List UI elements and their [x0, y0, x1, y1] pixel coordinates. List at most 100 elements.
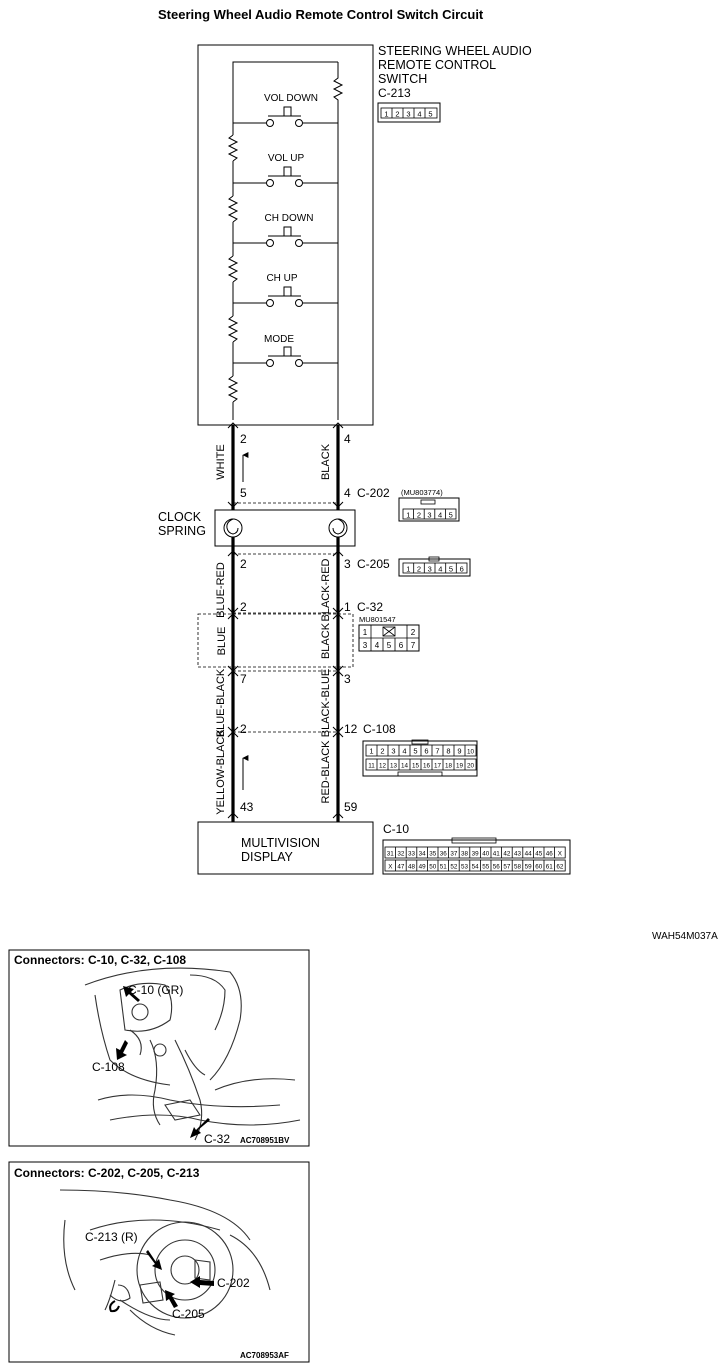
c10-pin: 43 — [514, 851, 522, 858]
pin-label: 2 — [240, 432, 247, 446]
c10-pin: 53 — [461, 864, 469, 871]
c10-pin: 34 — [419, 851, 427, 858]
c10-pin: X — [558, 851, 563, 858]
pin-label: 1 — [344, 600, 351, 614]
c32-pin: 2 — [411, 628, 416, 637]
c10-pin: 40 — [482, 851, 490, 858]
switch-label: VOL DOWN — [264, 93, 318, 104]
c10-pin: 50 — [429, 864, 437, 871]
c213-pin: 3 — [406, 110, 410, 119]
pin-label: 59 — [344, 800, 358, 814]
c108-pin: 2 — [380, 747, 384, 756]
display-name-line2: DISPLAY — [241, 850, 294, 864]
c10-pin: 46 — [546, 851, 554, 858]
c10-pin: 58 — [514, 864, 522, 871]
switch-mode: MODE — [233, 334, 338, 367]
c108-pin: 1 — [369, 747, 373, 756]
switch-ladder — [227, 61, 344, 420]
c32-pin: 5 — [387, 641, 392, 650]
switch-vol-up: VOL UP — [233, 153, 338, 187]
c10-pin: 60 — [535, 864, 543, 871]
c202-pin: 2 — [417, 510, 421, 519]
c10-pin: 36 — [440, 851, 448, 858]
c10-pin: 45 — [535, 851, 543, 858]
c10-pin: 44 — [525, 851, 533, 858]
c108-pin: 19 — [456, 763, 464, 770]
pin-label: 4 — [344, 432, 351, 446]
c202-pin: 4 — [438, 510, 442, 519]
c108-pin: 12 — [379, 763, 387, 770]
c108-pin: 4 — [402, 747, 406, 756]
c108-pin: 11 — [368, 763, 375, 770]
c213-pin: 5 — [428, 110, 432, 119]
photo2-heading: Connectors: C-202, C-205, C-213 — [14, 1166, 200, 1180]
callout-c32: C-32 — [204, 1132, 230, 1146]
wire-color-label: BLUE-BLACK — [215, 668, 227, 737]
c202-pin: 1 — [406, 510, 410, 519]
pin-label: 5 — [240, 486, 247, 500]
wire-color-label: BLUE — [216, 627, 228, 656]
callout-c205: C-205 — [172, 1307, 205, 1321]
c32-label: C-32 — [357, 600, 383, 614]
c205-pin: 3 — [428, 564, 432, 573]
c10-pin: 61 — [546, 864, 554, 871]
diagram-title: Steering Wheel Audio Remote Control Swit… — [158, 7, 484, 22]
c10-pin: 49 — [419, 864, 427, 871]
callout-c213: C-213 (R) — [85, 1230, 138, 1244]
c202-pin: 5 — [449, 510, 453, 519]
c213-connector-symbol: 1 2 3 4 5 — [377, 102, 441, 123]
wire-color-label: BLACK-BLUE — [320, 669, 332, 737]
diagram-code: WAH54M037A — [652, 931, 718, 942]
c10-pin: 39 — [472, 851, 480, 858]
c108-pin: 20 — [467, 763, 475, 770]
c32-part-number: MU801547 — [359, 615, 396, 624]
steering-wheel-illustration — [59, 1189, 271, 1336]
pin-label: 3 — [344, 672, 351, 686]
c205-connector-symbol: 1 2 3 4 5 6 — [398, 556, 471, 577]
callout-arrow — [165, 1290, 178, 1308]
switch-connector-label: C-213 — [378, 86, 411, 100]
photo2-code: AC708953AF — [240, 1351, 289, 1360]
switch-ch-down: CH DOWN — [233, 213, 338, 247]
c108-pin: 8 — [446, 747, 450, 756]
connector-photo-1: Connectors: C-10, C-32, C-108 C-10 (GR) … — [8, 949, 310, 1147]
c10-pin: 38 — [461, 851, 469, 858]
c108-pin: 18 — [445, 763, 453, 770]
c108-pin: 9 — [457, 747, 461, 756]
connector-photo-2: Connectors: C-202, C-205, C-213 C-213 (R… — [8, 1161, 310, 1363]
c205-pin: 2 — [417, 564, 421, 573]
c213-pin: 1 — [384, 110, 388, 119]
switch-name-line3: SWITCH — [378, 72, 427, 86]
c205-pin: 4 — [438, 564, 442, 573]
callout-arrow — [116, 1040, 128, 1060]
c10-pin: 41 — [493, 851, 501, 858]
c10-pin: 42 — [503, 851, 511, 858]
dashed-lines — [197, 502, 354, 733]
c10-pin: 37 — [450, 851, 458, 858]
c202-label: C-202 — [357, 486, 390, 500]
c10-label: C-10 — [383, 822, 409, 836]
c108-pin: 3 — [391, 747, 395, 756]
switch-box — [197, 44, 374, 426]
pin-label: 2 — [240, 722, 247, 736]
c213-pin: 4 — [417, 110, 421, 119]
wire-color-label: RED-BLACK — [320, 740, 332, 804]
callout-arrow — [123, 986, 140, 1002]
photo1-heading: Connectors: C-10, C-32, C-108 — [14, 953, 186, 967]
switch-vol-down: VOL DOWN — [233, 93, 338, 127]
switch-name-line1: STEERING WHEEL AUDIO — [378, 44, 532, 58]
c10-pin: 57 — [503, 864, 511, 871]
pin-label: 12 — [344, 722, 358, 736]
c10-pin: 56 — [493, 864, 501, 871]
callout-arrow — [146, 1250, 162, 1270]
photo1-code: AC708951BV — [240, 1136, 290, 1145]
c108-pin: 13 — [390, 763, 398, 770]
harness-loop — [109, 1300, 120, 1313]
c108-pin: 7 — [435, 747, 439, 756]
c108-pin: 14 — [401, 763, 409, 770]
c108-pin: 5 — [413, 747, 417, 756]
connector-marks — [227, 422, 344, 819]
c10-pin: X — [388, 864, 393, 871]
